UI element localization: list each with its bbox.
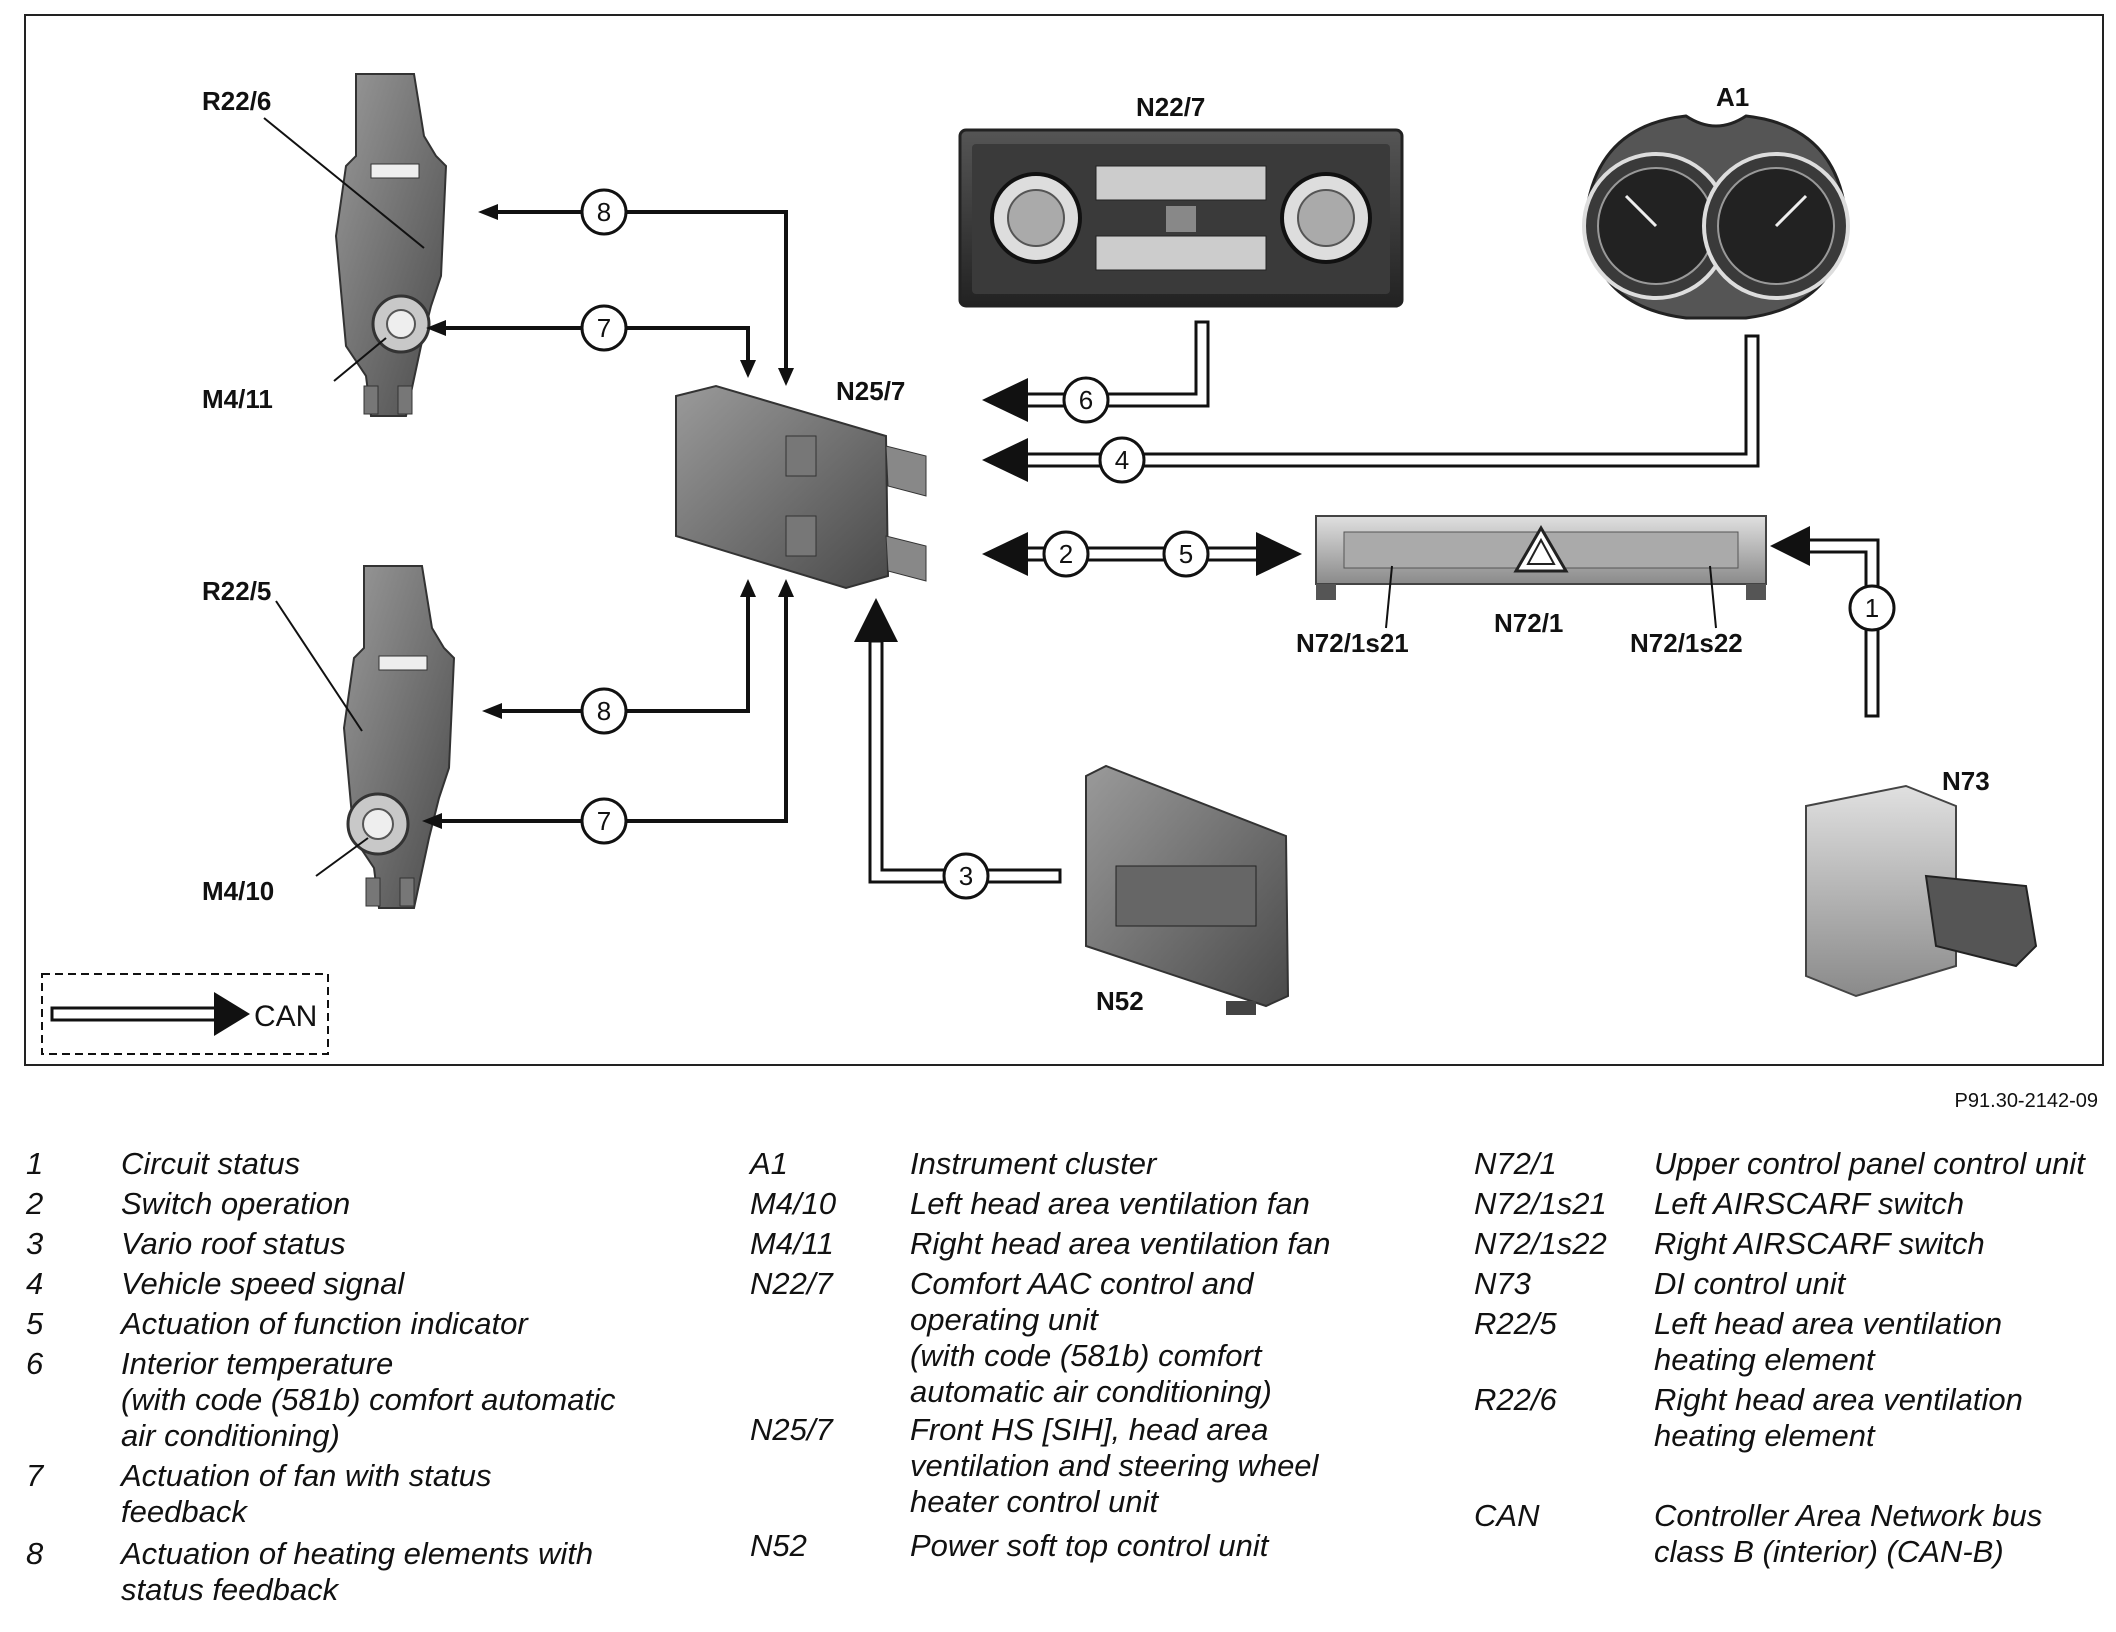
legend-desc: Right head area ventilation heating elem… — [1654, 1382, 2023, 1453]
legend-desc: Vario roof status — [121, 1226, 346, 1261]
legend-code: N73 — [1474, 1266, 1531, 1301]
legend-desc: Actuation of fan with status feedback — [121, 1458, 492, 1529]
legend-code: M4/11 — [750, 1226, 834, 1261]
legend-code: 2 — [26, 1186, 44, 1221]
label-a1: A1 — [1716, 82, 1750, 112]
upper-control-panel-unit — [1315, 515, 1767, 600]
signal-2: 2 — [1059, 539, 1073, 569]
signal-8-lower: 8 — [597, 696, 611, 726]
label-r22-5: R22/5 — [202, 576, 272, 606]
legend-desc: Actuation of heating elements with statu… — [121, 1536, 594, 1607]
can-legend-label: CAN — [254, 1000, 317, 1033]
signal-6: 6 — [1079, 385, 1093, 415]
direct-signal-arrowheads — [422, 204, 794, 829]
label-n73: N73 — [1942, 766, 1990, 796]
label-n72-1s21: N72/1s21 — [1296, 628, 1409, 658]
legend-desc: Power soft top control unit — [910, 1528, 1269, 1563]
signal-1: 1 — [1865, 593, 1879, 623]
legend-desc: DI control unit — [1654, 1266, 1846, 1301]
label-n25-7: N25/7 — [836, 376, 906, 406]
legend-code: N72/1 — [1474, 1146, 1557, 1181]
legend-code: 8 — [26, 1536, 44, 1571]
legend-desc: Upper control panel control unit — [1654, 1146, 2085, 1181]
legend-code: R22/5 — [1474, 1306, 1557, 1341]
legend-desc: Left head area ventilation heating eleme… — [1654, 1306, 2003, 1377]
left-head-ventilation-assembly — [342, 565, 456, 909]
power-soft-top-control-unit — [1085, 764, 1290, 1015]
legend: 1 Circuit status 2 Switch operation 3 Va… — [0, 1140, 2116, 1620]
right-head-ventilation-assembly — [334, 73, 448, 417]
di-control-unit — [1805, 784, 2038, 998]
label-n52: N52 — [1096, 986, 1144, 1016]
legend-desc: Switch operation — [121, 1186, 351, 1221]
signal-7-upper: 7 — [597, 313, 611, 343]
signal-8-upper: 8 — [597, 197, 611, 227]
instrument-cluster — [1582, 114, 1850, 320]
diagram-canvas: 8 7 8 7 6 4 2 5 1 3 CAN — [41, 73, 2038, 1055]
legend-desc: Right AIRSCARF switch — [1654, 1226, 1985, 1261]
label-r22-6: R22/6 — [202, 86, 272, 116]
legend-desc: Instrument cluster — [910, 1146, 1157, 1181]
legend-code: 5 — [26, 1306, 44, 1341]
legend-code: A1 — [750, 1146, 788, 1181]
legend-code: 7 — [26, 1458, 44, 1493]
legend-desc: Interior temperature (with code (581b) c… — [121, 1346, 616, 1453]
legend-code: CAN — [1474, 1498, 1540, 1533]
legend-code: N72/1s21 — [1474, 1186, 1607, 1221]
legend-desc: Controller Area Network bus class B (int… — [1654, 1498, 2043, 1569]
legend-code: 4 — [26, 1266, 44, 1301]
legend-desc: Front HS [SIH], head area ventilation an… — [910, 1412, 1319, 1519]
label-n72-1: N72/1 — [1494, 608, 1564, 638]
leader-lines — [263, 117, 1717, 877]
signal-4: 4 — [1115, 445, 1129, 475]
label-n22-7: N22/7 — [1136, 92, 1206, 122]
comfort-aac-control-unit — [958, 128, 1404, 308]
legend-desc: Circuit status — [121, 1146, 301, 1181]
legend-desc: Vehicle speed signal — [121, 1266, 405, 1301]
legend-code: N25/7 — [750, 1412, 833, 1447]
legend-code: N22/7 — [750, 1266, 833, 1301]
front-hs-control-unit — [675, 384, 927, 590]
legend-code: N52 — [750, 1528, 807, 1563]
figure-code: P91.30-2142-09 — [1954, 1090, 2098, 1112]
label-n72-1s22: N72/1s22 — [1630, 628, 1743, 658]
label-m4-10: M4/10 — [202, 876, 275, 906]
signal-5: 5 — [1179, 539, 1193, 569]
legend-code: 1 — [26, 1146, 44, 1181]
legend-desc: Left AIRSCARF switch — [1654, 1186, 1965, 1221]
legend-desc: Left head area ventilation fan — [910, 1186, 1310, 1221]
diagram-frame: 8 7 8 7 6 4 2 5 1 3 CAN R22/6 M4/11 R22/… — [24, 14, 2104, 1066]
can-legend-box: CAN — [41, 973, 329, 1055]
legend-code: M4/10 — [750, 1186, 837, 1221]
legend-code: 6 — [26, 1346, 44, 1381]
signal-3: 3 — [959, 861, 973, 891]
legend-desc: Right head area ventilation fan — [910, 1226, 1331, 1261]
legend-code: N72/1s22 — [1474, 1226, 1607, 1261]
label-m4-11: M4/11 — [202, 384, 273, 414]
legend-code: 3 — [26, 1226, 44, 1261]
can-bus-arrowheads — [854, 378, 1810, 642]
legend-desc: Comfort AAC control and operating unit (… — [910, 1266, 1272, 1409]
legend-code: R22/6 — [1474, 1382, 1557, 1417]
signal-circles — [580, 188, 1896, 900]
signal-7-lower: 7 — [597, 806, 611, 836]
legend-desc: Actuation of function indicator — [121, 1306, 528, 1341]
